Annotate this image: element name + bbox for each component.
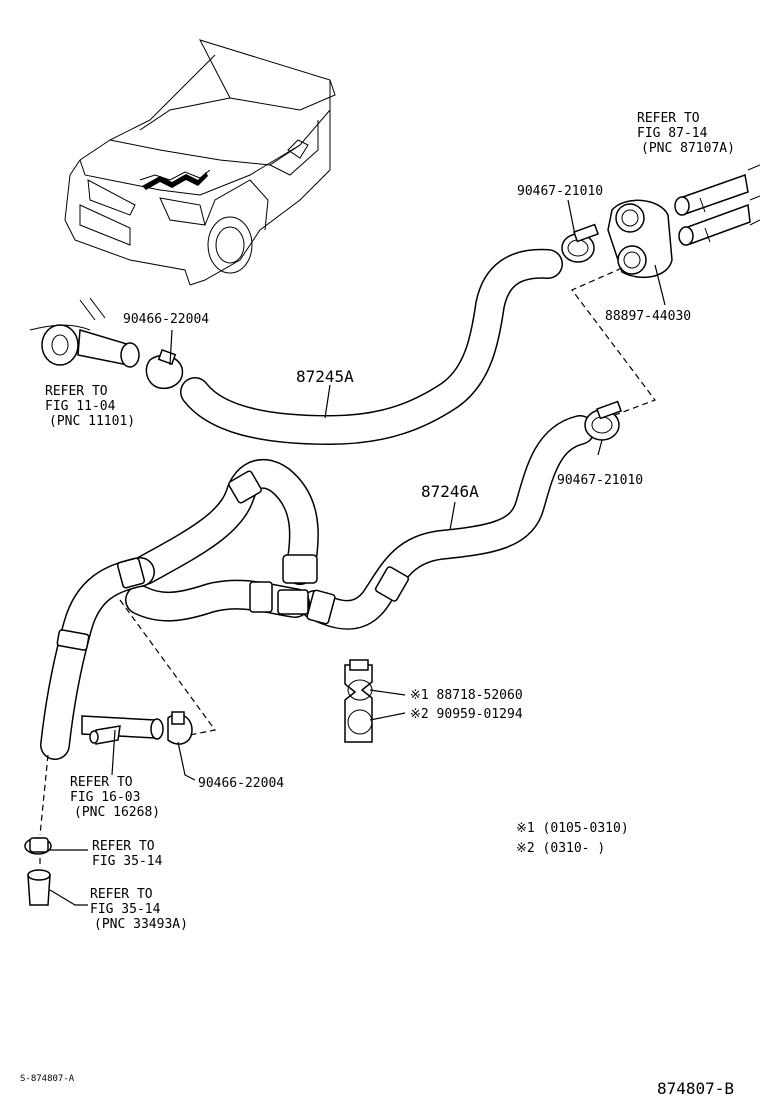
part-88897-label: 88897-44030 <box>605 309 691 324</box>
clip-mid-label: 90467-21010 <box>557 473 643 488</box>
date2-label: ※2 (0310- ) <box>516 841 605 856</box>
ref-35-14a-line2: FIG 35-14 <box>92 854 163 869</box>
ref-11-04-line3: (PNC 11101) <box>49 414 135 429</box>
hose-upper-label: 87245A <box>296 367 354 386</box>
ref-87-14-line2: FIG 87-14 <box>637 126 708 141</box>
ref-87-14-line3: (PNC 87107A) <box>641 141 735 156</box>
bottom-parts <box>24 837 52 906</box>
clamp-bottom-label: 90466-22004 <box>198 776 284 791</box>
car-illustration <box>64 39 336 286</box>
ref-11-04-line2: FIG 11-04 <box>45 399 116 414</box>
clip-top-label: 90467-21010 <box>517 184 603 199</box>
ref-35-14a-line1: REFER TO <box>92 839 155 854</box>
cooler-block <box>607 164 760 279</box>
note1-part-label: ※1 88718-52060 <box>410 688 523 703</box>
ref-11-04-line1: REFER TO <box>45 384 108 399</box>
clamp-left-label: 90466-22004 <box>123 312 209 327</box>
hose-87245a <box>180 248 563 445</box>
ref-35-14b-line1: REFER TO <box>90 887 153 902</box>
ref-87-14-line1: REFER TO <box>637 111 700 126</box>
code-small-label: S-874807-A <box>20 1074 75 1084</box>
clip-top <box>561 223 600 263</box>
hose-87246a <box>40 415 595 760</box>
note2-part-label: ※2 90959-01294 <box>410 707 523 722</box>
hose-lower-label: 87246A <box>421 482 479 501</box>
leader-lines <box>49 199 666 906</box>
lower-pipe <box>81 711 193 745</box>
text-labels: REFER TO FIG 87-14 (PNC 87107A) 90467-21… <box>20 111 735 1098</box>
ref-16-03-line3: (PNC 16268) <box>74 805 160 820</box>
clamp-bracket <box>344 659 373 743</box>
ref-16-03-line2: FIG 16-03 <box>70 790 140 805</box>
ref-35-14b-line2: FIG 35-14 <box>90 902 161 917</box>
clip-middle <box>584 400 623 441</box>
dashed-lines <box>39 267 656 868</box>
date1-label: ※1 (0105-0310) <box>516 821 629 836</box>
ref-35-14b-line3: (PNC 33493A) <box>94 917 188 932</box>
code-large-label: 874807-B <box>657 1079 734 1098</box>
engine-outlet-pipe <box>29 297 184 390</box>
ref-16-03-line1: REFER TO <box>70 775 133 790</box>
